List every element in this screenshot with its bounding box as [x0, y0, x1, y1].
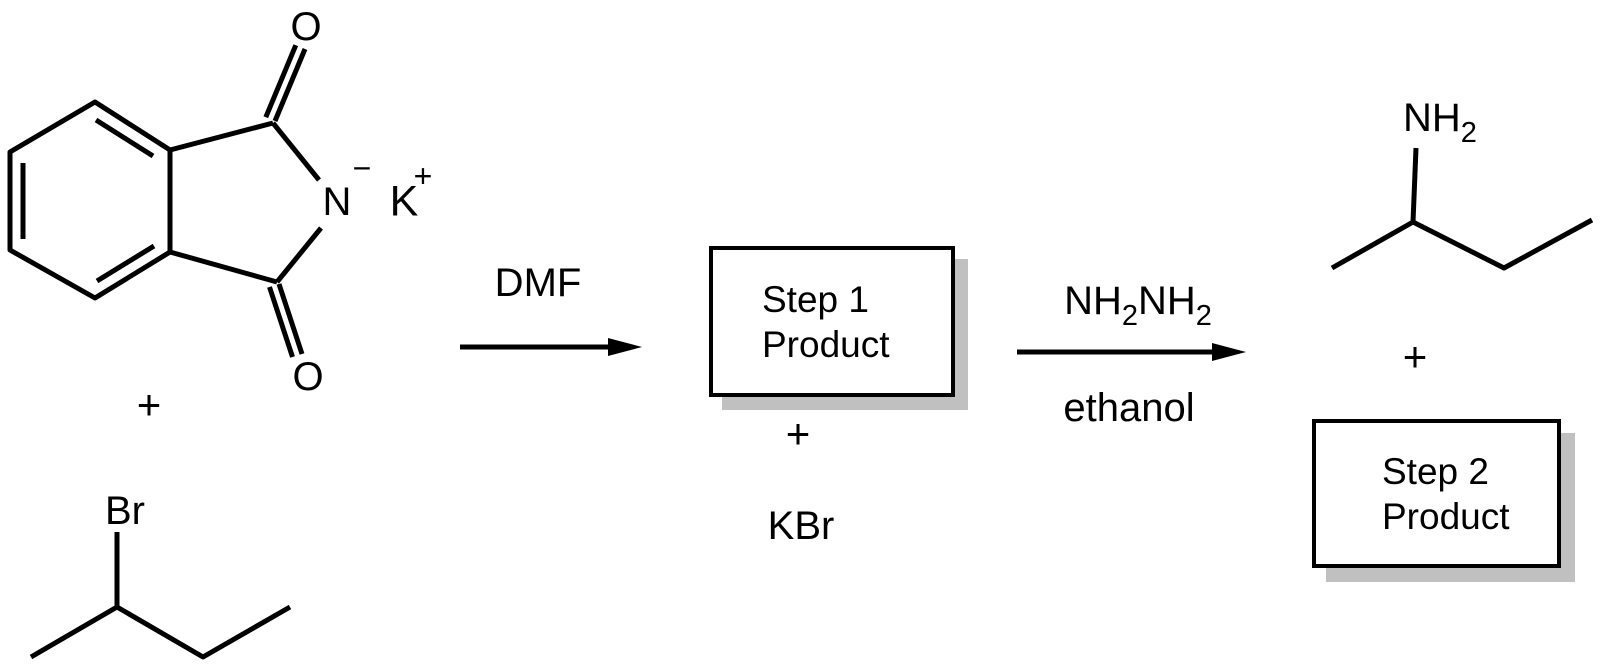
potassium-positive-charge: +: [413, 158, 433, 194]
step2-product-box[interactable]: Step 2 Product: [1312, 419, 1561, 568]
hydrazine-sub2: 2: [1195, 300, 1212, 332]
amine-nh2-label: NH2: [1403, 96, 1477, 148]
arrow-head: [608, 338, 642, 356]
oxygen-top-label: O: [290, 5, 322, 49]
carbonyl-double-bond-bottom-1: [276, 283, 305, 355]
imide-ring-bond-top: [169, 120, 274, 153]
carbonyl-double-bond-bottom-2: [267, 286, 295, 358]
product-sec-butylamine-skeleton: [1330, 147, 1594, 271]
step1-product-box-line2: Product: [762, 323, 890, 365]
step2-reagent-hydrazine-label: NH2NH2: [1064, 279, 1212, 331]
step1-product-box[interactable]: Step 1 Product: [709, 246, 955, 397]
step2-arrow: [1017, 343, 1246, 361]
plus-reactants: +: [136, 381, 162, 428]
reactant-2-bromobutane-skeleton: [29, 532, 292, 660]
benzene-ring: [7, 99, 173, 301]
step1-arrow: [460, 338, 642, 356]
carbonyl-to-nitrogen-bottom: [275, 226, 323, 284]
step2-product-box-line2: Product: [1382, 495, 1510, 537]
imide-ring-bond-bottom: [169, 249, 278, 285]
bromine-label: Br: [105, 489, 145, 533]
reactant-potassium-phthalimide-skeleton: [7, 44, 323, 358]
arrow-head: [1212, 343, 1246, 361]
potassium-label: K: [389, 177, 419, 226]
step2-solvent-label: ethanol: [1063, 386, 1195, 430]
plus-step2-products: +: [1402, 333, 1428, 380]
butane-chain: [1330, 217, 1594, 271]
step1-product-box-line1: Step 1: [762, 278, 869, 320]
plus-step1-products: +: [785, 410, 811, 457]
step1-solvent-label: DMF: [494, 261, 582, 305]
hydrazine-nh1: NH: [1064, 279, 1122, 323]
amine-sub: 2: [1460, 117, 1477, 149]
benzene-double-bond-top: [94, 117, 155, 159]
step2-product-box-line1: Step 2: [1382, 450, 1489, 492]
carbonyl-double-bond-top-1: [272, 48, 308, 122]
hydrazine-nh2: NH: [1138, 279, 1196, 323]
byproduct-kbr-label: KBr: [767, 504, 835, 548]
nitrogen-negative-charge: −: [352, 150, 372, 186]
amine-nh: NH: [1403, 96, 1461, 140]
carbonyl-double-bond-top-2: [263, 44, 299, 119]
butane-chain: [29, 604, 292, 660]
nitrogen-label: N: [322, 180, 352, 224]
oxygen-bottom-label: O: [292, 355, 324, 399]
carbon-nitrogen-bond: [1410, 147, 1419, 223]
benzene-double-bond-bottom: [95, 243, 156, 284]
hydrazine-sub1: 2: [1121, 300, 1138, 332]
carbonyl-to-nitrogen-top: [271, 121, 321, 182]
